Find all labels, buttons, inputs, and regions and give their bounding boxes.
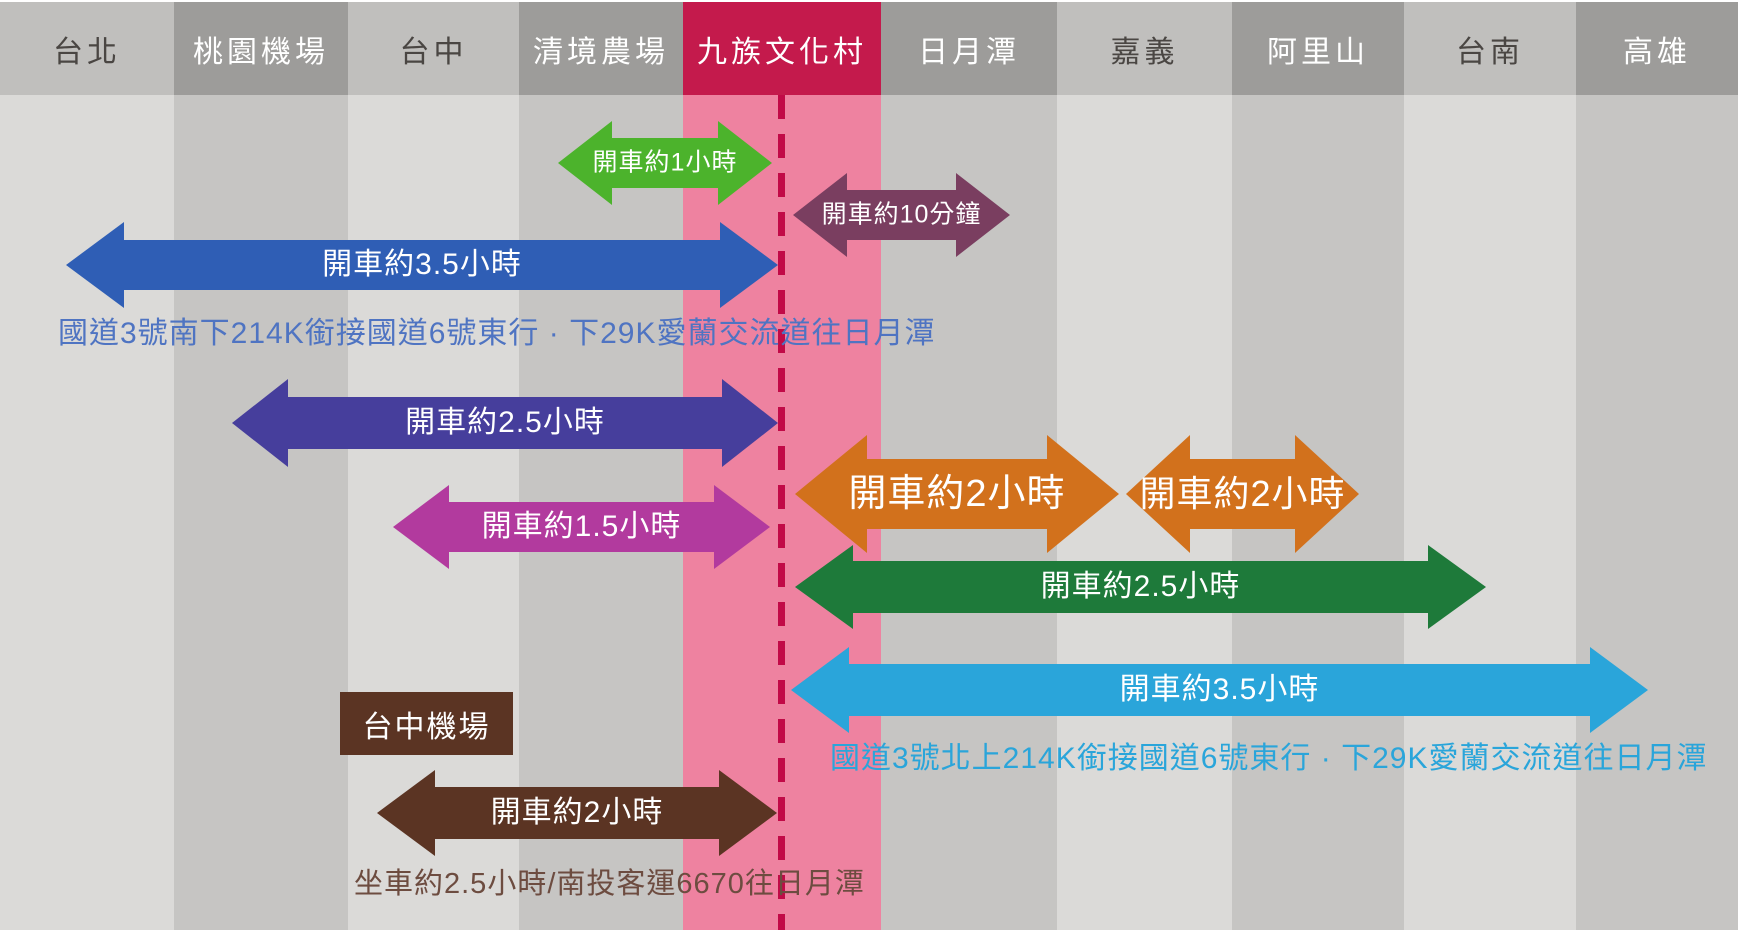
column-header-taoyuan-airport: 桃園機場 bbox=[174, 2, 348, 95]
drive-time-label: 開車約10分鐘 bbox=[821, 200, 982, 229]
note-northbound-route: 國道3號北上214K銜接國道6號東行 · 下29K愛蘭交流道往日月潭 bbox=[830, 742, 1708, 775]
arrowhead-right-icon bbox=[714, 485, 770, 569]
arrow-shaft bbox=[1190, 459, 1295, 529]
drive-time-label: 開車約3.5小時 bbox=[1119, 673, 1320, 706]
arrow-shaft bbox=[124, 240, 720, 290]
drive-time-label: 開車約1小時 bbox=[592, 148, 738, 177]
arrowhead-left-icon bbox=[791, 647, 849, 733]
column-header-taipei: 台北 bbox=[0, 2, 174, 95]
arrowhead-right-icon bbox=[718, 121, 772, 205]
arrow-shaft bbox=[449, 502, 714, 552]
arrowhead-right-icon bbox=[1428, 545, 1486, 629]
arrow-shaft bbox=[847, 190, 956, 240]
column-header-qingjing-farm: 清境農場 bbox=[519, 2, 683, 95]
city-label: 高雄 bbox=[1623, 35, 1691, 69]
column-header-jiuzu-culture-village: 九族文化村 bbox=[683, 2, 881, 95]
arrowhead-right-icon bbox=[722, 379, 778, 467]
city-label: 阿里山 bbox=[1267, 35, 1369, 69]
column-taipei bbox=[0, 95, 174, 930]
arrow-sunmoonlake-kaohsiung: 開車約3.5小時 bbox=[791, 647, 1648, 733]
city-label: 台南 bbox=[1456, 35, 1524, 69]
arrowhead-left-icon bbox=[66, 222, 124, 308]
arrow-qingjing-jiuzu: 開車約1小時 bbox=[558, 121, 772, 205]
arrow-sunmoonlake-tainan: 開車約2.5小時 bbox=[795, 545, 1486, 629]
arrow-shaft bbox=[435, 787, 719, 839]
city-label: 九族文化村 bbox=[697, 35, 867, 69]
column-header-alishan: 阿里山 bbox=[1232, 2, 1404, 95]
city-label: 日月潭 bbox=[918, 35, 1020, 69]
arrowhead-right-icon bbox=[1590, 647, 1648, 733]
arrowhead-left-icon bbox=[793, 173, 847, 257]
city-label: 桃園機場 bbox=[193, 35, 329, 69]
arrowhead-right-icon bbox=[1047, 435, 1119, 553]
arrow-taoyuan-jiuzu: 開車約2.5小時 bbox=[232, 379, 778, 467]
arrowhead-left-icon bbox=[232, 379, 288, 467]
arrow-sunmoonlake-chiayi: 開車約2小時 bbox=[795, 435, 1119, 553]
city-label: 嘉義 bbox=[1110, 35, 1179, 69]
drive-time-label: 開車約1.5小時 bbox=[481, 510, 682, 543]
arrow-shaft bbox=[849, 664, 1590, 716]
column-kaohsiung bbox=[1576, 95, 1738, 930]
drive-time-label: 開車約3.5小時 bbox=[322, 248, 522, 281]
drive-time-label: 開車約2.5小時 bbox=[405, 406, 605, 439]
note-southbound-route: 國道3號南下214K銜接國道6號東行 · 下29K愛蘭交流道往日月潭 bbox=[58, 317, 936, 350]
arrowhead-right-icon bbox=[719, 770, 777, 856]
column-header-kaohsiung: 高雄 bbox=[1576, 2, 1738, 95]
arrow-jiuzu-sunmoonlake: 開車約10分鐘 bbox=[793, 173, 1010, 257]
arrow-chiayi-alishan: 開車約2小時 bbox=[1126, 435, 1359, 553]
arrow-shaft bbox=[612, 138, 718, 188]
column-taoyuan-airport bbox=[174, 95, 348, 930]
arrowhead-left-icon bbox=[377, 770, 435, 856]
city-label: 台中 bbox=[399, 35, 468, 69]
arrow-shaft bbox=[288, 397, 722, 449]
arrowhead-left-icon bbox=[795, 545, 853, 629]
city-label: 清境農場 bbox=[533, 35, 669, 69]
taichung-airport-badge: 台中機場 bbox=[340, 692, 513, 755]
arrow-shaft bbox=[867, 459, 1047, 529]
drive-time-label: 開車約2小時 bbox=[848, 473, 1066, 515]
arrow-taipei-jiuzu: 開車約3.5小時 bbox=[66, 222, 778, 308]
arrowhead-right-icon bbox=[1295, 435, 1359, 553]
arrowhead-left-icon bbox=[795, 435, 867, 553]
column-header-chiayi: 嘉義 bbox=[1057, 2, 1232, 95]
arrow-taichung-jiuzu: 開車約1.5小時 bbox=[393, 485, 770, 569]
drive-time-label: 開車約2.5小時 bbox=[1040, 570, 1241, 603]
column-header-tainan: 台南 bbox=[1404, 2, 1576, 95]
arrowhead-left-icon bbox=[558, 121, 612, 205]
arrowhead-left-icon bbox=[1126, 435, 1190, 553]
taichung-airport-label: 台中機場 bbox=[362, 710, 491, 744]
column-header-taichung: 台中 bbox=[348, 2, 519, 95]
arrowhead-left-icon bbox=[393, 485, 449, 569]
column-header-sun-moon-lake: 日月潭 bbox=[881, 2, 1057, 95]
arrowhead-right-icon bbox=[956, 173, 1010, 257]
jiuzu-dashed-divider bbox=[778, 95, 785, 930]
arrow-taichung-airport-jiuzu: 開車約2小時 bbox=[377, 770, 777, 856]
city-label: 台北 bbox=[53, 35, 121, 69]
drive-time-label: 開車約2小時 bbox=[490, 796, 664, 829]
arrowhead-right-icon bbox=[720, 222, 778, 308]
drive-time-label: 開車約2小時 bbox=[1139, 473, 1346, 514]
arrow-shaft bbox=[853, 561, 1428, 613]
note-bus-route: 坐車約2.5小時/南投客運6670往日月潭 bbox=[354, 868, 865, 900]
column-tainan bbox=[1404, 95, 1576, 930]
